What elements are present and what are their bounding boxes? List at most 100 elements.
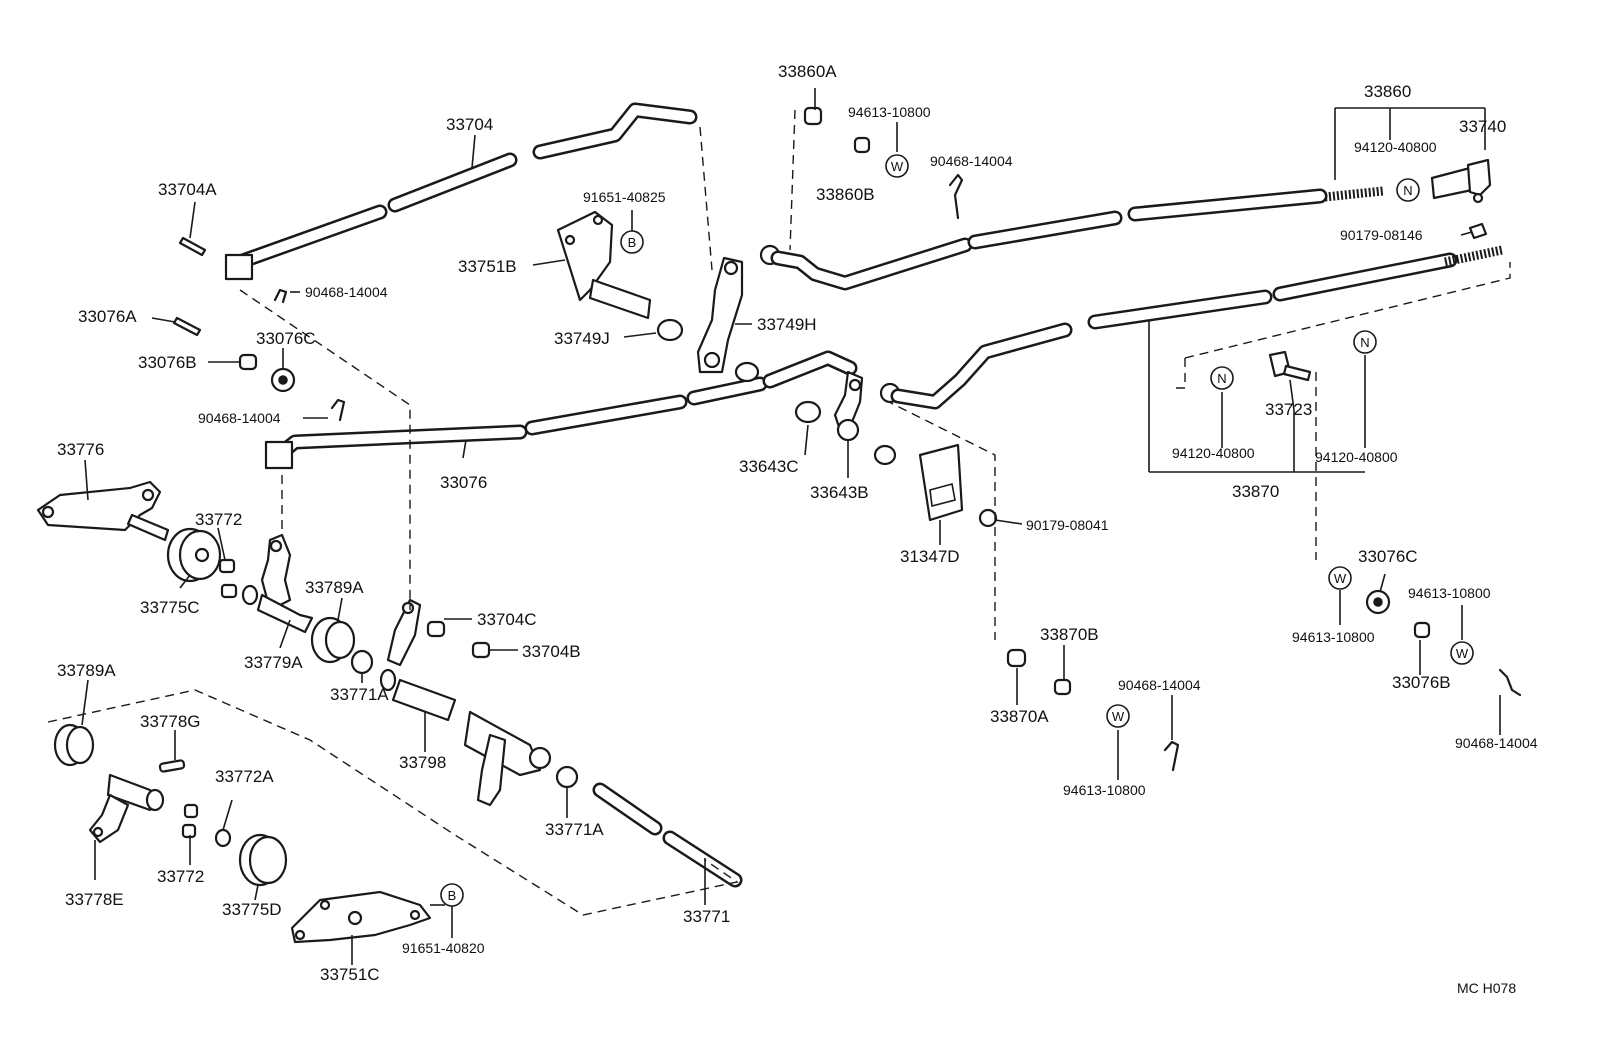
bushing-33643C bbox=[794, 400, 822, 424]
bushing-33775C bbox=[166, 527, 222, 583]
cotter-pin-90468-a bbox=[273, 288, 288, 304]
label-33076C-right: 33076C bbox=[1358, 547, 1418, 566]
symbol-b-bottom: B bbox=[440, 883, 464, 907]
svg-text:W: W bbox=[1112, 709, 1125, 724]
bushing-33860B bbox=[853, 136, 871, 154]
bushing-33643-small bbox=[873, 444, 897, 466]
nut-90179-08041 bbox=[978, 508, 998, 528]
label-33704C: 33704C bbox=[477, 610, 537, 629]
pin-33778G bbox=[158, 759, 186, 773]
bushing-33870A bbox=[1006, 648, 1027, 668]
end-fitting-33740 bbox=[1430, 158, 1492, 204]
cotter-pin-90468-b bbox=[330, 398, 346, 422]
symbol-n-2: N bbox=[1210, 366, 1234, 390]
bushing-33870B bbox=[1053, 678, 1072, 696]
svg-text:W: W bbox=[1334, 571, 1347, 586]
clip-33772-b bbox=[220, 583, 238, 599]
svg-text:W: W bbox=[891, 159, 904, 174]
clip-33772-top bbox=[218, 558, 236, 574]
label-90468-14004-d: 90468-14004 bbox=[1118, 677, 1201, 693]
svg-text:B: B bbox=[628, 235, 637, 250]
label-94613-10800-c: 94613-10800 bbox=[1408, 585, 1491, 601]
label-33751B: 33751B bbox=[458, 257, 517, 276]
plate-33751B bbox=[556, 210, 652, 320]
lever-33643B bbox=[833, 370, 864, 442]
bolt-33704A bbox=[178, 236, 207, 257]
label-94613-10800-b: 94613-10800 bbox=[1063, 782, 1146, 798]
label-33798: 33798 bbox=[399, 753, 446, 772]
label-90179-08146: 90179-08146 bbox=[1340, 227, 1423, 243]
diagram-code: MC H078 bbox=[1457, 980, 1516, 996]
bushing-33860A bbox=[803, 106, 823, 126]
bushing-33775D bbox=[238, 833, 288, 887]
cotter-pin-90468-c bbox=[948, 173, 964, 220]
bushing-33704C bbox=[426, 620, 446, 638]
label-33704: 33704 bbox=[446, 115, 493, 134]
label-33076B-left: 33076B bbox=[138, 353, 197, 372]
label-33870B: 33870B bbox=[1040, 625, 1099, 644]
label-33751C: 33751C bbox=[320, 965, 380, 984]
bolt-33076A bbox=[172, 316, 202, 337]
label-33778G: 33778G bbox=[140, 712, 201, 731]
ring-33789A-bottom bbox=[53, 723, 95, 767]
label-33749J: 33749J bbox=[554, 329, 610, 348]
label-33775D: 33775D bbox=[222, 900, 282, 919]
label-33779A: 33779A bbox=[244, 653, 303, 672]
label-33643B: 33643B bbox=[810, 483, 869, 502]
label-91651-40825: 91651-40825 bbox=[583, 189, 666, 205]
fitting-33723 bbox=[1268, 350, 1312, 382]
cotter-pin-90468-e bbox=[1498, 668, 1522, 697]
ring-33771A-bottom bbox=[555, 765, 579, 789]
rod-33870 bbox=[879, 245, 1503, 410]
label-33704A: 33704A bbox=[158, 180, 217, 199]
label-33076B-right: 33076B bbox=[1392, 673, 1451, 692]
label-33772-top: 33772 bbox=[195, 510, 242, 529]
label-33772A: 33772A bbox=[215, 767, 274, 786]
label-33776: 33776 bbox=[57, 440, 104, 459]
label-94613-10800-a: 94613-10800 bbox=[848, 104, 931, 120]
svg-text:W: W bbox=[1456, 646, 1469, 661]
label-33772-bottom: 33772 bbox=[157, 867, 204, 886]
label-33704B: 33704B bbox=[522, 642, 581, 661]
shaft-33798 bbox=[379, 598, 552, 807]
label-90468-14004-e: 90468-14004 bbox=[1455, 735, 1538, 751]
symbol-w-3: W bbox=[1328, 566, 1352, 590]
dashed-callouts bbox=[47, 109, 1511, 916]
label-90468-14004-a: 90468-14004 bbox=[305, 284, 388, 300]
symbol-w-2: W bbox=[1106, 704, 1130, 728]
svg-text:N: N bbox=[1217, 371, 1226, 386]
label-33860B: 33860B bbox=[816, 185, 875, 204]
label-33771: 33771 bbox=[683, 907, 730, 926]
svg-text:B: B bbox=[448, 888, 457, 903]
label-90468-14004-b: 90468-14004 bbox=[198, 410, 281, 426]
symbol-w-1: W bbox=[885, 154, 909, 178]
clip-33772-bottom-b bbox=[181, 823, 197, 839]
label-33870A: 33870A bbox=[990, 707, 1049, 726]
plate-33751C bbox=[290, 890, 432, 944]
label-90468-14004-c: 90468-14004 bbox=[930, 153, 1013, 169]
arm-33776 bbox=[36, 480, 170, 542]
rod-33076 bbox=[264, 350, 858, 470]
label-33778E: 33778E bbox=[65, 890, 124, 909]
rod-33860 bbox=[759, 186, 1384, 291]
bushing-33076B-right bbox=[1413, 621, 1431, 639]
label-33076: 33076 bbox=[440, 473, 487, 492]
ring-33772A bbox=[214, 828, 232, 848]
label-91651-40820: 91651-40820 bbox=[402, 940, 485, 956]
ring-33771A-top bbox=[350, 649, 374, 675]
rod-33704 bbox=[224, 102, 698, 281]
lever-33779A bbox=[241, 533, 314, 634]
label-33076A: 33076A bbox=[78, 307, 137, 326]
label-90179-08041: 90179-08041 bbox=[1026, 517, 1109, 533]
bushing-33704B bbox=[471, 641, 491, 659]
label-94120-40800-a: 94120-40800 bbox=[1354, 139, 1437, 155]
label-33789A-bottom: 33789A bbox=[57, 661, 116, 680]
nut-90179-08146 bbox=[1468, 222, 1488, 240]
label-94120-40800-c: 94120-40800 bbox=[1315, 449, 1398, 465]
clip-33772-bottom bbox=[183, 803, 199, 819]
symbol-n-1: N bbox=[1396, 178, 1420, 202]
label-33723: 33723 bbox=[1265, 400, 1312, 419]
lever-33749H bbox=[696, 256, 760, 383]
label-33860A: 33860A bbox=[778, 62, 837, 81]
